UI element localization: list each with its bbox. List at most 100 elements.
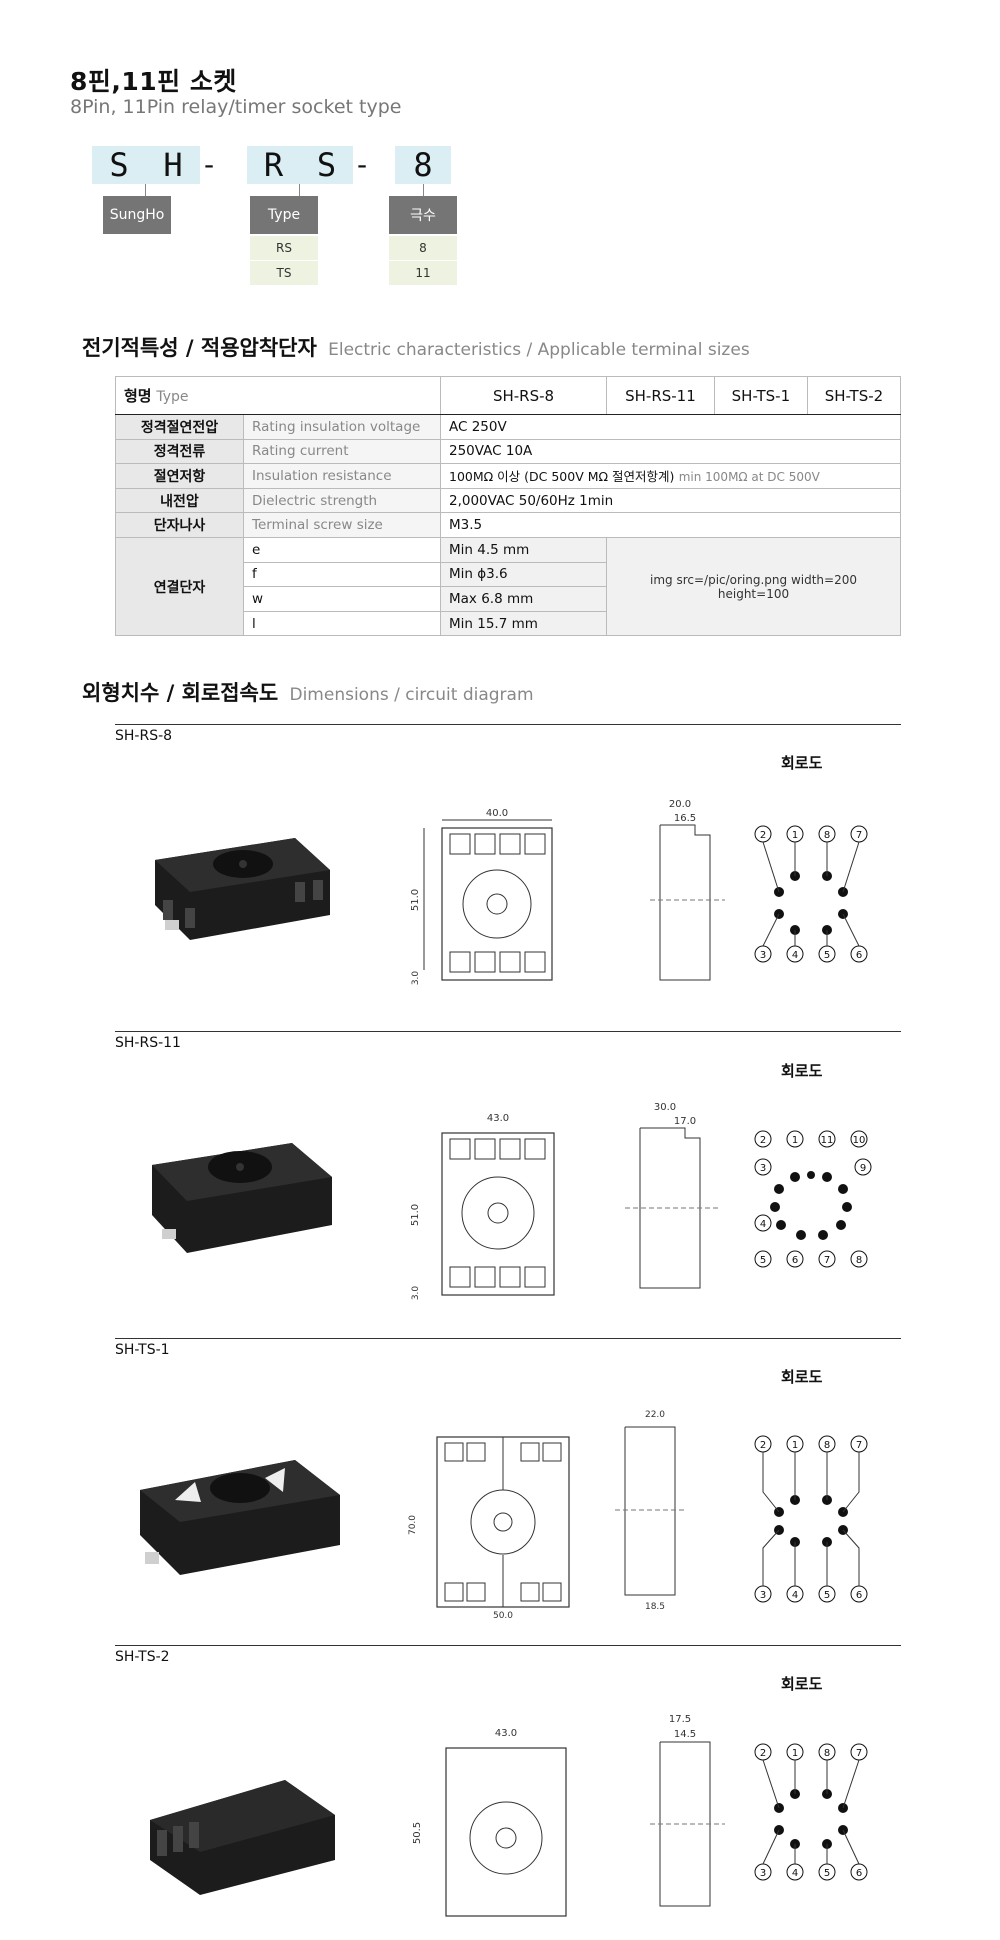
pin-label: 3: [760, 1868, 766, 1879]
row-value-note: min 100MΩ at DC 500V: [678, 470, 820, 485]
circuit-diagram: 2 1 8 7 3 4 5 6: [754, 1435, 868, 1603]
pin-label: 4: [792, 1590, 798, 1601]
top-view-drawing: 40.0 51.0 3.0: [410, 808, 553, 985]
product-name: SH-TS-1: [115, 1342, 170, 1358]
product-name: SH-TS-2: [115, 1649, 170, 1665]
dim-width: 50.0: [493, 1611, 513, 1620]
terminal-value: Min 4.5 mm: [440, 536, 607, 563]
model-header: SH-TS-1: [713, 376, 808, 415]
pin-label: 8: [824, 830, 830, 841]
row-value: 2,000VAC 50/60Hz 1min: [440, 487, 901, 514]
pin-label: 7: [856, 1440, 862, 1451]
row-value: M3.5: [440, 512, 901, 538]
side-view-drawing: 20.0 16.5: [650, 799, 725, 981]
row-label-en: Terminal screw size: [243, 512, 441, 538]
product-name: SH-RS-11: [115, 1035, 181, 1051]
model-header: SH-RS-11: [606, 376, 715, 415]
code-part-type: R S: [247, 146, 353, 184]
label-type: Type: [250, 196, 318, 234]
pin-label: 7: [856, 830, 862, 841]
table-row: 단자나사 Terminal screw size M3.5: [115, 512, 901, 538]
row-label-en: Dielectric strength: [243, 487, 441, 514]
pin-label: 1: [792, 830, 798, 841]
terminal-image-placeholder: img src=/pic/oring.png width=200 height=…: [606, 536, 901, 637]
side-view-drawing: 30.0 17.0: [625, 1102, 720, 1289]
section-title-dims: 외형치수 / 회로접속도 Dimensions / circuit diagra…: [82, 677, 534, 707]
page-title: 8핀,11핀 소켓: [70, 67, 237, 96]
pin-label: 4: [792, 950, 798, 961]
section-title-ko: 전기적특성 / 적용압착단자: [82, 336, 317, 360]
table-row: f Min ϕ3.6: [116, 561, 901, 588]
divider: [115, 1338, 901, 1339]
dim-side-top: 20.0: [669, 799, 691, 810]
section-title-electric: 전기적특성 / 적용압착단자 Electric characteristics …: [82, 332, 750, 362]
pin-label: 11: [821, 1135, 834, 1146]
pin-label: 2: [760, 830, 766, 841]
section-title-ko: 외형치수 / 회로접속도: [82, 681, 279, 705]
top-view-drawing: 70.0 50.0: [408, 1436, 570, 1620]
row-label-en: Rating current: [243, 438, 441, 465]
terminal-label: 연결단자: [115, 536, 244, 637]
table-row: w Max 6.8 mm: [116, 586, 901, 612]
model-header: SH-RS-8: [440, 376, 607, 415]
dim-side-inner: 17.0: [674, 1116, 696, 1127]
circuit-title: 회로도: [781, 1062, 823, 1080]
pin-label: 8: [856, 1255, 862, 1266]
divider: [115, 1645, 901, 1646]
pin-label: 10: [853, 1135, 866, 1146]
circuit-diagram: 2 1 11 10 3 4 9 5 6 7 8: [754, 1130, 872, 1268]
dim-side-inner: 14.5: [674, 1729, 696, 1740]
code-letter: H: [163, 146, 183, 184]
pin-label: 8: [824, 1440, 830, 1451]
dim-side-inner: 16.5: [674, 813, 696, 824]
table-row: 절연저항 Insulation resistance 100MΩ 이상 (DC …: [115, 463, 901, 489]
terminal-symbol: w: [243, 586, 441, 612]
row-label-ko: 정격전류: [115, 438, 244, 465]
connector-line: [299, 184, 300, 196]
pin-label: 3: [760, 950, 766, 961]
pole-value: 8: [389, 236, 457, 260]
circuit-diagram: 2 1 8 7 3 4 5 6: [754, 1743, 868, 1881]
page-subtitle: 8Pin, 11Pin relay/timer socket type: [70, 96, 402, 118]
dim-side-bottom: 18.5: [645, 1602, 665, 1612]
table-row: l Min 15.7 mm: [116, 610, 901, 637]
section-title-en: Electric characteristics / Applicable te…: [328, 340, 750, 360]
header-type-cell: 형명 Type: [115, 376, 441, 415]
pin-label: 7: [824, 1255, 830, 1266]
pole-value: 11: [389, 261, 457, 285]
code-letter: S: [109, 146, 129, 184]
pin-label: 2: [760, 1440, 766, 1451]
code-letter: R: [263, 146, 284, 184]
terminal-value: Min ϕ3.6: [440, 561, 607, 588]
divider: [115, 1031, 901, 1032]
row-label-ko: 단자나사: [115, 512, 244, 538]
terminal-symbol: l: [243, 610, 441, 637]
product-name: SH-RS-8: [115, 728, 173, 744]
dim-height: 51.0: [410, 1204, 421, 1226]
terminal-symbol: e: [243, 536, 441, 563]
code-letter: S: [316, 146, 337, 184]
connector-line: [423, 184, 424, 196]
row-label-ko: 정격절연전압: [115, 414, 244, 440]
dim-width: 43.0: [487, 1113, 509, 1124]
dim-side-top: 17.5: [669, 1714, 691, 1725]
type-value: RS: [250, 236, 318, 260]
socket-photo: [152, 1143, 332, 1253]
top-view-drawing: 43.0 51.0 3.0: [410, 1113, 555, 1300]
pin-label: 6: [856, 1590, 862, 1601]
terminal-value: Max 6.8 mm: [440, 586, 607, 612]
socket-photo: [155, 838, 330, 940]
pin-label: 5: [824, 1868, 830, 1879]
side-view-drawing: 17.5 14.5: [650, 1714, 725, 1907]
pin-label: 5: [824, 1590, 830, 1601]
pin-label: 4: [760, 1219, 766, 1230]
table-row: 내전압 Dielectric strength 2,000VAC 50/60Hz…: [115, 487, 901, 514]
code-letter: 8: [413, 146, 433, 184]
header-type-ko: 형명: [124, 387, 152, 405]
pin-label: 2: [760, 1135, 766, 1146]
socket-photo: [150, 1780, 335, 1895]
pin-label: 1: [792, 1440, 798, 1451]
table-row: 연결단자 e Min 4.5 mm img src=/pic/oring.png…: [115, 536, 901, 637]
row-value: AC 250V: [440, 414, 901, 440]
pin-label: 4: [792, 1868, 798, 1879]
